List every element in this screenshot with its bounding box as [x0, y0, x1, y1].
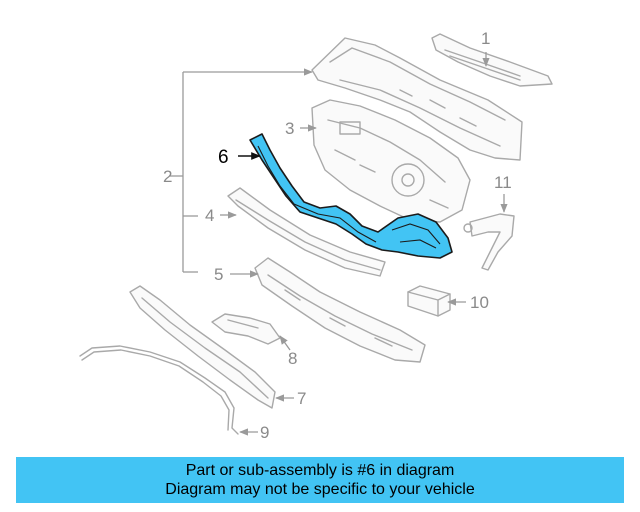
part-7-insulator — [129, 285, 276, 409]
callout-6: 6 — [218, 147, 229, 168]
callout-4: 4 — [205, 206, 214, 225]
part-1-cowl-panel — [311, 33, 553, 161]
part-9-hose — [79, 345, 239, 435]
part-4-cowl-rail — [227, 187, 386, 277]
banner-line-2: Diagram may not be specific to your vehi… — [165, 481, 475, 498]
callout-7: 7 — [297, 389, 306, 408]
part-10-block — [407, 285, 451, 317]
callout-9: 9 — [260, 423, 269, 442]
callout-3: 3 — [285, 119, 294, 138]
part-5-lower-cowl — [254, 257, 426, 363]
callout-2-bracket — [170, 68, 313, 273]
part-3-dash-panel — [311, 99, 471, 223]
part-8-bracket — [211, 313, 281, 345]
callout-1: 1 — [481, 29, 490, 48]
callout-10: 10 — [470, 293, 489, 312]
leader-8 — [279, 335, 291, 351]
callout-2: 2 — [163, 167, 172, 186]
callout-8: 8 — [288, 349, 297, 368]
part-6-seal-highlighted[interactable] — [249, 133, 453, 259]
parts-diagram: 1 2 3 4 5 6 7 8 9 10 11 — [79, 29, 553, 442]
info-banner: Part or sub-assembly is #6 in diagram Di… — [16, 457, 624, 503]
part-11-bracket — [463, 213, 515, 271]
callout-11: 11 — [494, 173, 512, 192]
banner-line-1: Part or sub-assembly is #6 in diagram — [185, 462, 455, 479]
callout-5: 5 — [214, 265, 223, 284]
